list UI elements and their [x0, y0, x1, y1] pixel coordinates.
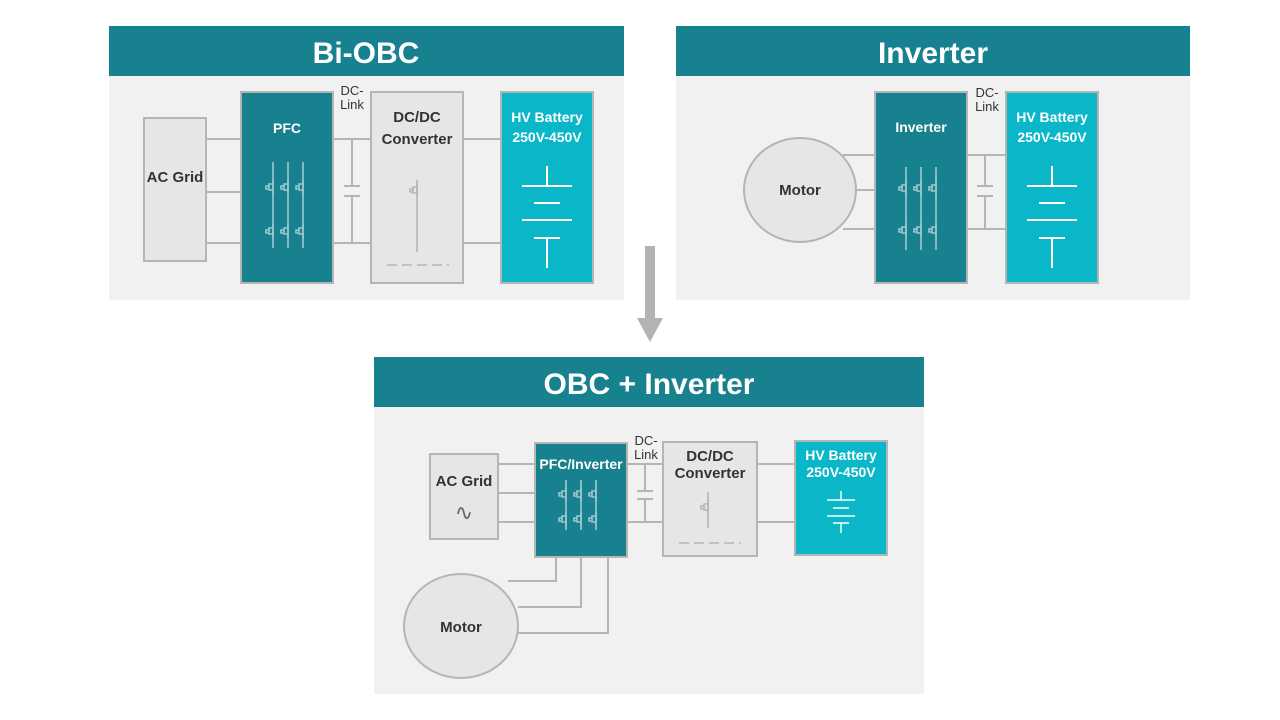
inverter-battery-block: HV Battery 250V-450V	[1005, 91, 1099, 284]
biobc-title: Bi-OBC	[313, 37, 420, 70]
biobc-header	[109, 26, 624, 76]
biobc-dcdc-label-2: Converter	[382, 131, 453, 148]
biobc-dcdc-label-1: DC/DC	[393, 109, 441, 126]
biobc-wires	[206, 138, 501, 244]
battery-symbol-icon	[522, 166, 572, 268]
inverter-motor-block: Motor	[743, 137, 857, 243]
biobc-dc-link-label-1: DC-	[340, 83, 363, 98]
biobc-pfc-block: PFC	[240, 91, 334, 284]
inverter-wires	[843, 154, 1006, 230]
biobc-pfc-label: PFC	[273, 120, 301, 136]
combined-motor-label: Motor	[440, 619, 482, 636]
combined-pfc-inverter-label: PFC/Inverter	[539, 456, 623, 472]
combined-battery-block: HV Battery 250V-450V	[794, 440, 888, 556]
biobc-panel: Bi-OBC AC Grid PFC	[109, 26, 624, 300]
biobc-battery-block: HV Battery 250V-450V	[500, 91, 594, 284]
combined-battery-label-1: HV Battery	[805, 447, 877, 463]
combined-wires	[498, 463, 795, 634]
combined-dcdc-label-2: Converter	[675, 465, 746, 482]
combined-header	[374, 357, 924, 407]
combined-dc-link-label-1: DC-	[634, 433, 657, 448]
arrow-down-icon	[637, 246, 663, 342]
inverter-module-block: Inverter	[874, 91, 968, 284]
combined-panel: OBC + Inverter AC Grid ∿ PFC/Invert	[374, 357, 924, 694]
biobc-ac-grid-block: AC Grid	[143, 117, 207, 262]
biobc-dcdc-block: DC/DC Converter	[370, 91, 464, 284]
inverter-dc-link-label-1: DC-	[975, 85, 998, 100]
ac-sine-icon: ∿	[455, 501, 473, 526]
inverter-module-label: Inverter	[895, 119, 947, 135]
combined-dc-link-label-2: Link	[634, 447, 658, 462]
inverter-dc-link-label-2: Link	[975, 99, 999, 114]
combined-title: OBC + Inverter	[544, 368, 755, 401]
combined-motor-block: Motor	[403, 573, 519, 679]
combined-pfc-inverter-block: PFC/Inverter	[534, 442, 628, 558]
combined-switch-array	[558, 480, 597, 530]
combined-ac-grid-block: AC Grid ∿	[429, 453, 499, 540]
inverter-panel: Inverter Motor Inverter	[676, 26, 1190, 300]
battery-symbol-icon	[1027, 166, 1077, 268]
biobc-battery-label-1: HV Battery	[511, 109, 583, 125]
biobc-battery-label-2: 250V-450V	[512, 129, 582, 145]
combined-battery-label-2: 250V-450V	[806, 464, 876, 480]
inverter-battery-label-2: 250V-450V	[1017, 129, 1087, 145]
biobc-ac-grid-label: AC Grid	[147, 169, 204, 186]
biobc-dc-link-label-2: Link	[340, 97, 364, 112]
combined-ac-grid-label: AC Grid	[436, 473, 493, 490]
combined-dcdc-block: DC/DC Converter	[662, 441, 758, 557]
inverter-title: Inverter	[878, 37, 988, 70]
biobc-pfc-switch-array	[265, 162, 304, 248]
inverter-battery-label-1: HV Battery	[1016, 109, 1088, 125]
inverter-header	[676, 26, 1190, 76]
battery-symbol-icon	[827, 491, 855, 533]
inverter-motor-label: Motor	[779, 182, 821, 199]
inverter-switch-array	[898, 167, 937, 250]
combined-dcdc-label-1: DC/DC	[686, 448, 734, 465]
